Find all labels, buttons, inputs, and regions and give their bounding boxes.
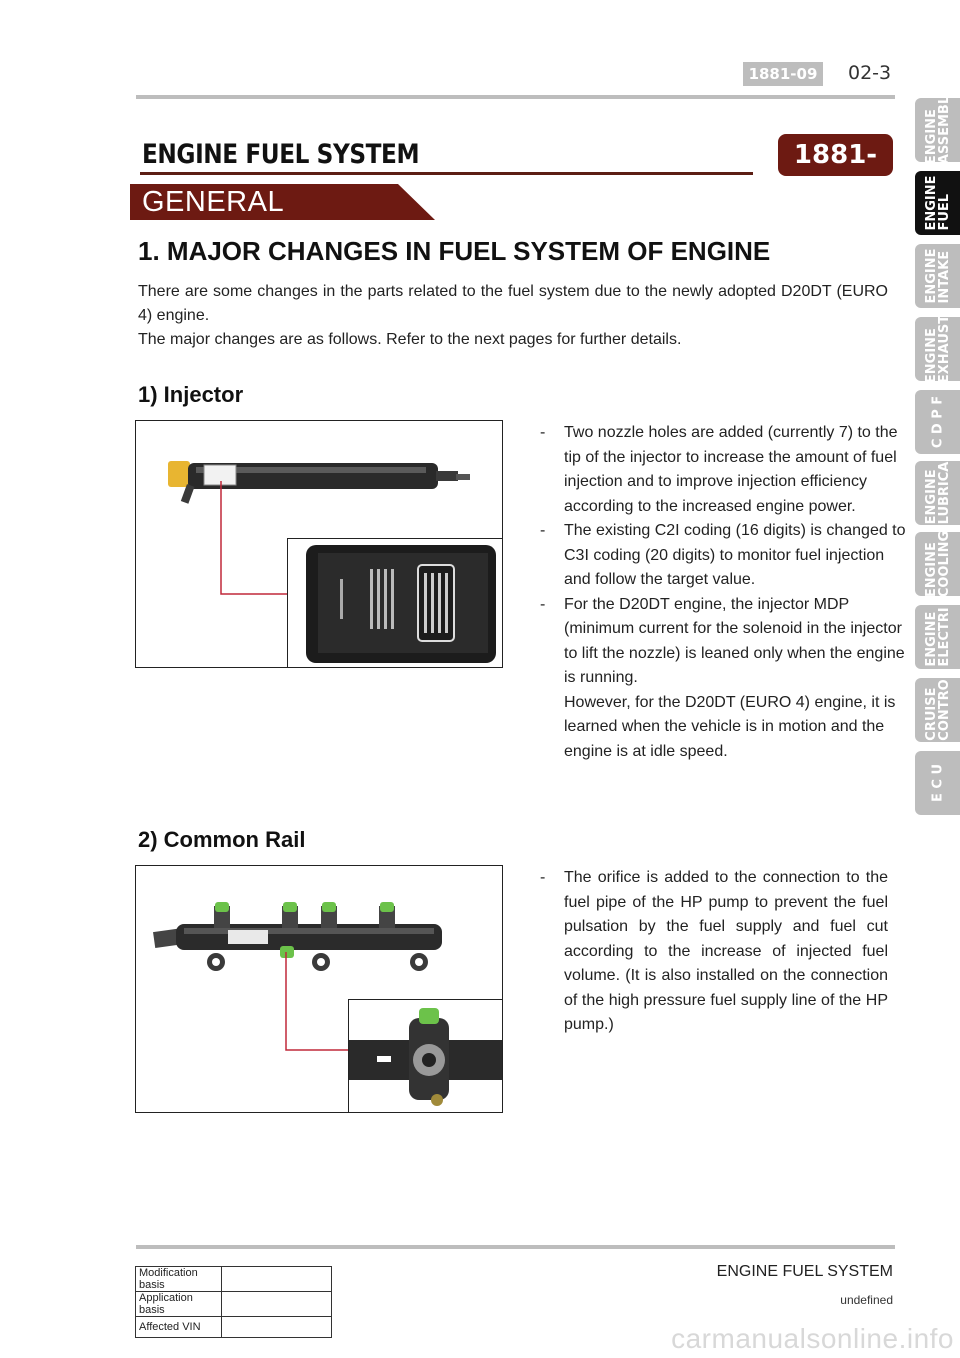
tab-label: C D P F (930, 395, 945, 449)
orifice-closeup (349, 1000, 502, 1112)
list-item: For the D20DT engine, the injector MDP (… (538, 593, 908, 765)
intro-paragraph-1: There are some changes in the parts rela… (138, 283, 888, 324)
injector-label-closeup (288, 539, 502, 667)
modification-table: Modification basis Application basis Aff… (135, 1266, 332, 1338)
tab-label: E C U (930, 763, 945, 803)
title-underline (140, 172, 753, 175)
common-rail-bullet-1: The orifice is added to the connection t… (564, 869, 888, 1033)
tab-label: ENGINE ASSEMBL (923, 98, 952, 162)
tab-engine-intake[interactable]: ENGINE INTAKE (915, 244, 960, 308)
tab-label: CRUISE CONTRO (923, 679, 952, 741)
header-divider (136, 95, 895, 99)
common-rail-bullet-list: The orifice is added to the connection t… (538, 866, 888, 1038)
injector-bullet-2: The existing C2I coding (16 digits) is c… (564, 522, 906, 588)
tab-label: ENGINE LUBRICA (923, 461, 952, 525)
tab-engine-electrical[interactable]: ENGINE ELECTRI (915, 605, 960, 669)
tab-label: ENGINE COOLING (923, 532, 952, 596)
section-heading: 1. MAJOR CHANGES IN FUEL SYSTEM OF ENGIN… (138, 236, 771, 266)
general-banner-text: GENERAL (142, 186, 285, 218)
watermark: carmanualsonline.info (671, 1323, 954, 1354)
tab-engine-exhaust[interactable]: ENGINE EXHAUST (915, 317, 960, 381)
header-code-badge: 1881-09 (743, 62, 823, 86)
tab-label: ENGINE FUEL (923, 175, 952, 231)
tab-label: ENGINE ELECTRI (923, 607, 952, 667)
table-cell-label: Modification basis (135, 1266, 222, 1292)
table-cell-value (221, 1266, 332, 1292)
tab-cdpf[interactable]: C D P F (915, 390, 960, 454)
table-cell-value (221, 1291, 332, 1317)
intro-text: There are some changes in the parts rela… (138, 280, 888, 352)
tab-engine-lubrication[interactable]: ENGINE LUBRICA (915, 461, 960, 525)
tab-label: ENGINE EXHAUST (923, 317, 952, 381)
injector-bullet-3: For the D20DT engine, the injector MDP (… (564, 595, 905, 687)
common-rail-heading: 2) Common Rail (138, 827, 306, 852)
page-number: 02-3 (848, 62, 892, 84)
injector-heading: 1) Injector (138, 382, 244, 407)
list-item: Two nozzle holes are added (currently 7)… (538, 421, 908, 519)
table-cell-label: Affected VIN (135, 1316, 222, 1338)
tab-engine-fuel[interactable]: ENGINE FUEL (915, 171, 960, 235)
tab-ecu[interactable]: E C U (915, 751, 960, 815)
table-row: Modification basis (135, 1266, 332, 1292)
table-cell-label: Application basis (135, 1291, 222, 1317)
injector-label-inset (287, 538, 502, 667)
injector-bullet-3-continuation: However, for the D20DT (EURO 4) engine, … (564, 693, 896, 760)
tab-engine-cooling[interactable]: ENGINE COOLING (915, 532, 960, 596)
common-rail-orifice-inset (348, 999, 502, 1112)
footer-subtitle: undefined (840, 1293, 893, 1307)
table-cell-value (221, 1316, 332, 1338)
tab-engine-assembly[interactable]: ENGINE ASSEMBL (915, 98, 960, 162)
title-code-badge: 1881-09 (778, 134, 893, 212)
injector-bullet-list: Two nozzle holes are added (currently 7)… (538, 421, 908, 764)
general-banner (130, 184, 435, 220)
intro-paragraph-2: The major changes are as follows. Refer … (138, 331, 682, 348)
page-title: ENGINE FUEL SYSTEM (142, 139, 420, 170)
table-row: Application basis (135, 1291, 332, 1317)
common-rail-figure (135, 865, 503, 1113)
footer-divider (136, 1245, 895, 1249)
footer-title: ENGINE FUEL SYSTEM (716, 1263, 893, 1280)
injector-figure (135, 420, 503, 668)
injector-bullet-1: Two nozzle holes are added (currently 7)… (564, 424, 898, 515)
table-row: Affected VIN (135, 1316, 332, 1338)
tab-label: ENGINE INTAKE (923, 248, 952, 304)
list-item: The orifice is added to the connection t… (538, 866, 888, 1038)
list-item: The existing C2I coding (16 digits) is c… (538, 519, 908, 593)
tab-cruise-control[interactable]: CRUISE CONTRO (915, 678, 960, 742)
